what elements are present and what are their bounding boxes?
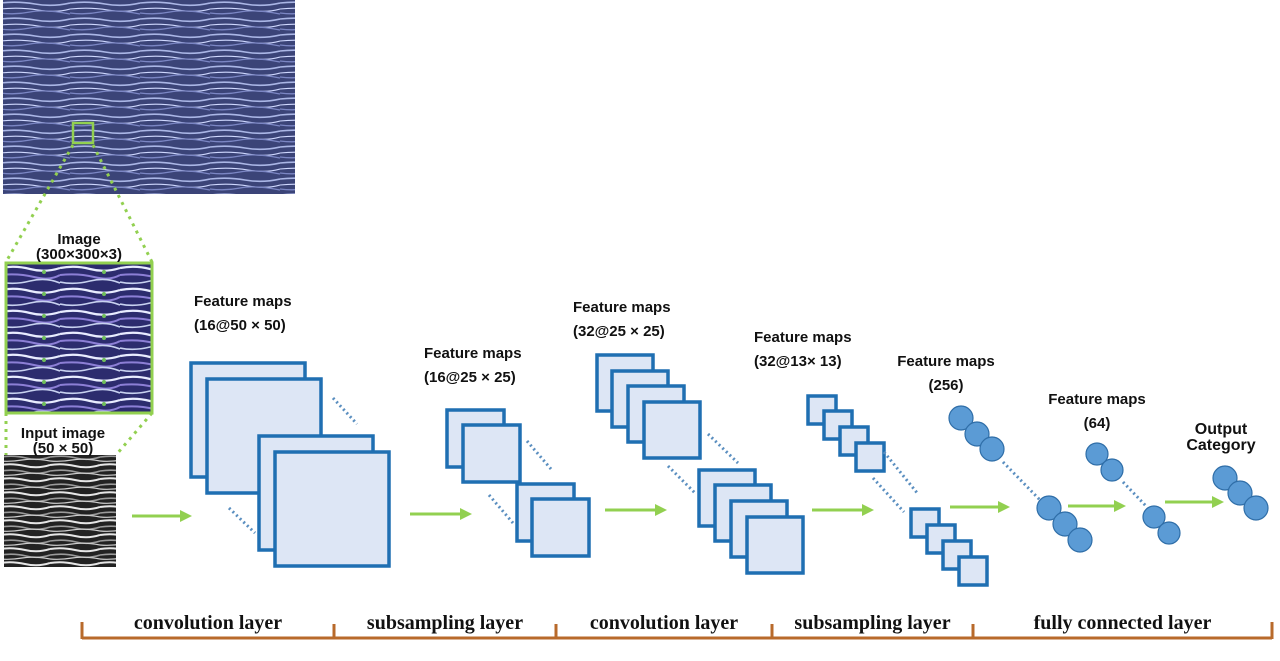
ellipsis-dots	[1121, 480, 1148, 508]
neuron-node	[948, 405, 974, 431]
output-nodes	[1212, 465, 1269, 521]
fc64-label: Feature maps (64)	[1037, 390, 1157, 434]
fc256-nodes	[948, 405, 1093, 553]
neuron-node	[964, 421, 990, 447]
input-image-label: Input image (50 × 50)	[0, 424, 126, 459]
block-label-title: Feature maps	[194, 293, 292, 310]
conv1-label: Feature maps (16@50 × 50)	[194, 292, 292, 336]
arrowhead-icon	[460, 508, 472, 520]
conv2-label: Feature maps (32@25 × 25)	[573, 298, 671, 342]
zoom-region-marker	[71, 121, 95, 145]
neuron-node	[1052, 511, 1078, 537]
neuron-node	[1243, 495, 1269, 521]
ellipsis-dots	[525, 440, 553, 470]
arrowhead-icon	[862, 504, 874, 516]
feature-map	[461, 423, 522, 484]
block-label-size: (16@50 × 50)	[194, 317, 286, 334]
arrowhead-icon	[998, 501, 1010, 513]
ellipsis-dots	[871, 476, 906, 514]
block-label-title: Feature maps	[1048, 391, 1146, 408]
ellipsis-dots	[331, 396, 359, 426]
ellipsis-dots	[882, 451, 920, 495]
feature-map	[745, 515, 805, 575]
feature-map	[838, 425, 870, 457]
neuron-node	[1157, 521, 1181, 545]
arrowhead-icon	[180, 510, 192, 522]
ellipsis-dots	[706, 432, 740, 465]
stage-label-subsampling-1: subsampling layer	[366, 612, 524, 634]
pool2-feature-maps	[806, 394, 989, 587]
block-label-size: (256)	[928, 377, 964, 394]
neuron-node	[1212, 465, 1238, 491]
zoom-line-right	[91, 144, 154, 263]
neuron-node	[1036, 495, 1062, 521]
feature-map	[957, 555, 989, 587]
stage-label-convolution-1: convolution layer	[133, 612, 283, 634]
fc64-nodes	[1085, 442, 1181, 545]
output-label-line1: Output	[1194, 421, 1248, 438]
output-label: Output Category	[1176, 422, 1266, 454]
image-label-title: Image	[57, 231, 101, 248]
pool2-label: Feature maps (32@13× 13)	[754, 328, 852, 372]
image-label-size: (300×300×3)	[36, 246, 122, 263]
neuron-node	[1142, 505, 1166, 529]
block-label-title: Feature maps	[424, 345, 522, 362]
zoomed-image	[4, 261, 154, 415]
block-label-size: (64)	[1083, 415, 1111, 432]
neuron-node	[979, 436, 1005, 462]
flow-arrows	[132, 496, 1224, 522]
image-label: Image (300×300×3)	[6, 230, 152, 265]
neuron-node	[1100, 458, 1124, 482]
input-image-grayscale	[4, 455, 116, 567]
block-label-title: Feature maps	[897, 353, 995, 370]
stage-bracket	[80, 622, 1274, 640]
conv1-feature-maps	[189, 361, 391, 568]
fiber-micrograph	[3, 0, 295, 194]
conv2-feature-maps	[595, 353, 805, 575]
neuron-node	[1085, 442, 1109, 466]
feature-map	[642, 400, 702, 460]
block-label-size: (32@13× 13)	[754, 353, 842, 370]
arrowhead-icon	[1212, 496, 1224, 508]
output-label-line2: Category	[1186, 437, 1256, 454]
arrowhead-icon	[655, 504, 667, 516]
neuron-node	[1067, 527, 1093, 553]
pool1-label: Feature maps (16@25 × 25)	[424, 344, 522, 388]
block-label-size: (32@25 × 25)	[573, 323, 665, 340]
stage-label-fully-connected: fully connected layer	[1033, 612, 1212, 634]
feature-map	[530, 497, 591, 558]
block-label-title: Feature maps	[573, 299, 671, 316]
ellipsis-dots	[227, 506, 257, 535]
input-image-label-title: Input image	[20, 425, 106, 442]
block-label-title: Feature maps	[754, 329, 852, 346]
input-image-label-size: (50 × 50)	[32, 440, 94, 457]
feature-map	[854, 441, 886, 473]
pool1-feature-maps	[445, 408, 591, 558]
ellipsis-dots	[487, 494, 515, 524]
stage-label-subsampling-2: subsampling layer	[794, 612, 951, 634]
zoom-line-lower-right	[114, 412, 154, 456]
zoom-line-left	[4, 144, 75, 263]
ellipsis-dots	[1001, 460, 1042, 502]
ellipsis-dots	[666, 464, 698, 496]
block-label-size: (16@25 × 25)	[424, 369, 516, 386]
feature-map	[273, 450, 391, 568]
fc256-label: Feature maps (256)	[886, 352, 1006, 396]
neuron-node	[1227, 480, 1253, 506]
stage-label-convolution-2: convolution layer	[589, 612, 739, 634]
arrowhead-icon	[1114, 500, 1126, 512]
